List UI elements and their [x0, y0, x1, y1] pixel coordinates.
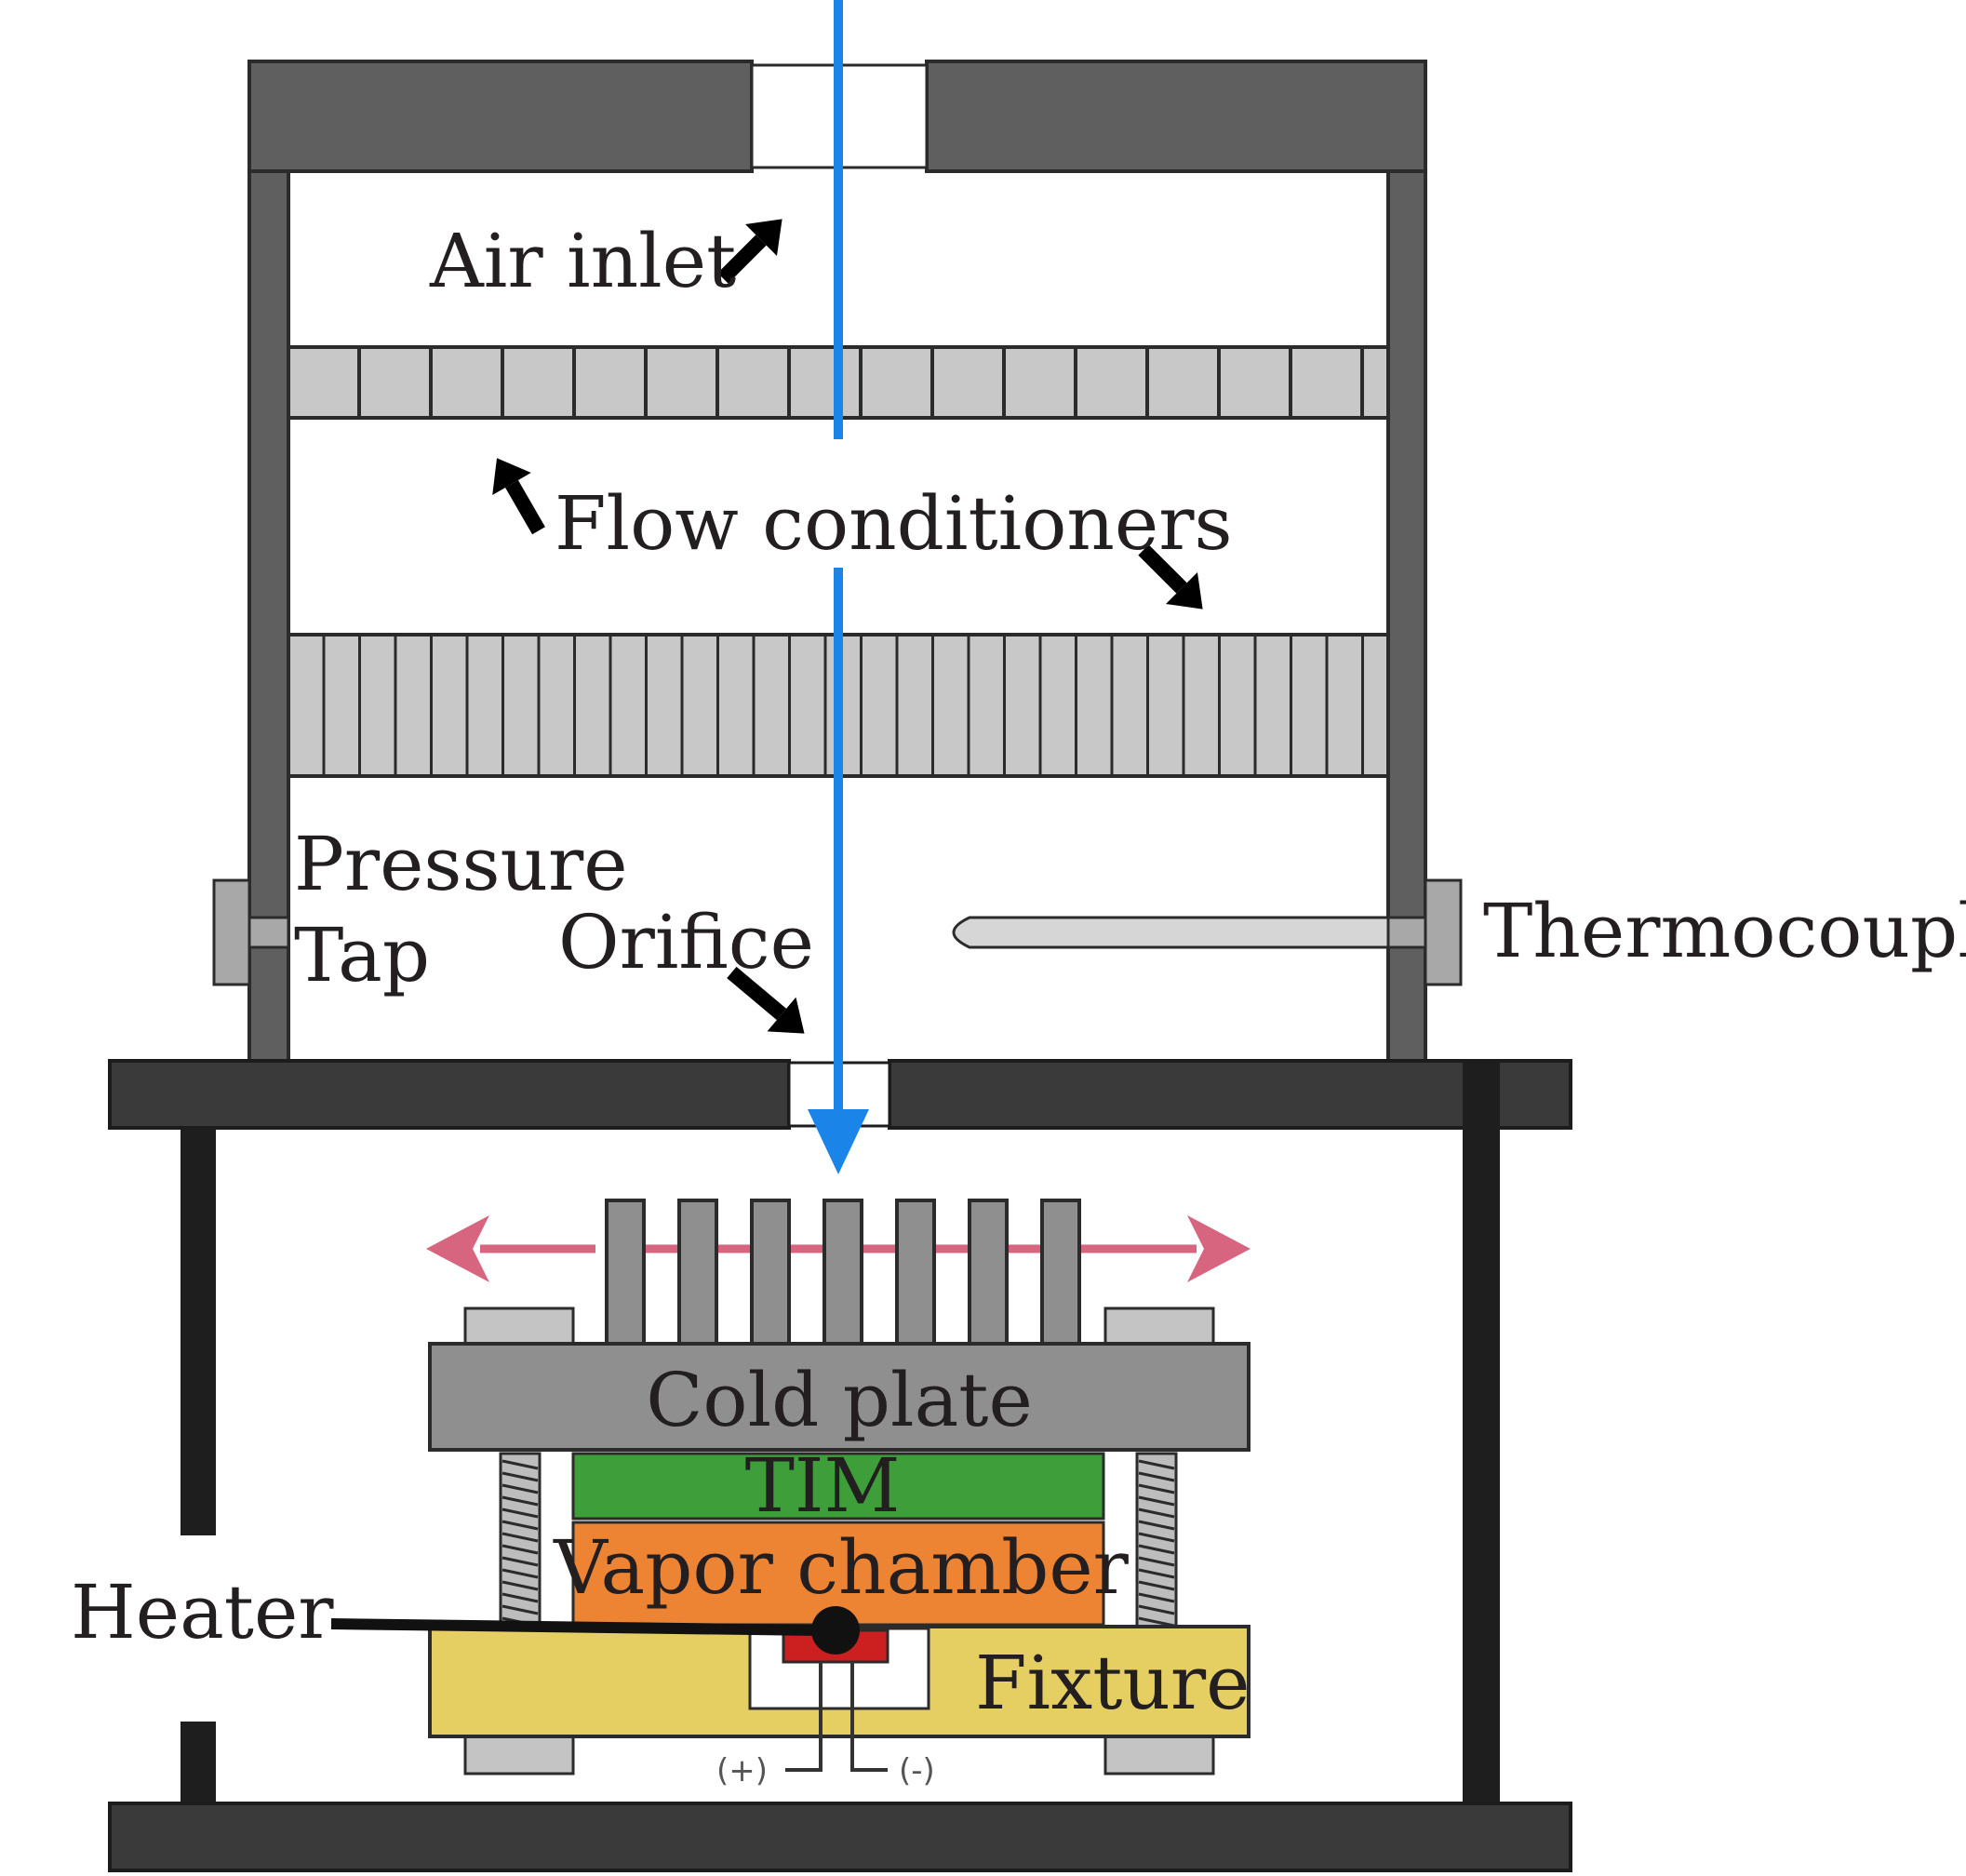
label-flow-conditioners: Flow conditioners	[555, 480, 1233, 567]
label-vapor-chamber: Vapor chamber	[553, 1524, 1130, 1611]
label-orifice: Orifice	[558, 899, 814, 985]
label-thermocouple: Thermocouple	[1483, 888, 1966, 974]
label-air-inlet: Air inlet	[429, 218, 736, 304]
cold-plate	[428, 1342, 1250, 1452]
label-fixture: Fixture	[975, 1640, 1250, 1726]
nuts	[463, 1306, 1215, 1776]
left-leg-upper	[181, 1128, 216, 1535]
right-leg	[1463, 1061, 1500, 1803]
tim-layer	[571, 1452, 1105, 1521]
thermocouple-probe	[952, 878, 1463, 986]
cold-plate-fins	[605, 1199, 1081, 1349]
label-tim: TIM	[745, 1442, 901, 1529]
plenum-top-wall-right	[925, 60, 1427, 173]
label-pressure: Pressure	[294, 821, 628, 907]
pointer-arrows	[492, 219, 1203, 1034]
electrical-leads	[785, 1662, 888, 1772]
label-heater: Heater	[71, 1569, 334, 1655]
plenum-left-wall	[247, 169, 290, 1063]
plenum-top-wall-left	[247, 60, 754, 173]
heater-junction	[811, 1606, 860, 1655]
support-frame	[108, 1061, 1572, 1872]
flow-conditioner-pointer-right	[1138, 544, 1203, 610]
air-inlet-pointer	[717, 219, 782, 284]
orifice-plate	[108, 1059, 1572, 1130]
orifice-pointer	[727, 966, 805, 1034]
base-plate	[108, 1802, 1572, 1872]
pressure-tap	[212, 878, 290, 986]
left-leg-lower	[181, 1722, 216, 1803]
label-minus: (-)	[899, 1752, 935, 1789]
label-plus: (+)	[716, 1752, 768, 1789]
flow-conditioner-pointer-left	[492, 458, 545, 535]
label-tap: Tap	[294, 912, 430, 998]
label-cold-plate: Cold plate	[646, 1357, 1033, 1443]
spread-flow-arrows	[426, 1215, 1250, 1282]
heater-lead	[330, 1618, 820, 1636]
air-flow-arrow	[808, 0, 869, 1174]
